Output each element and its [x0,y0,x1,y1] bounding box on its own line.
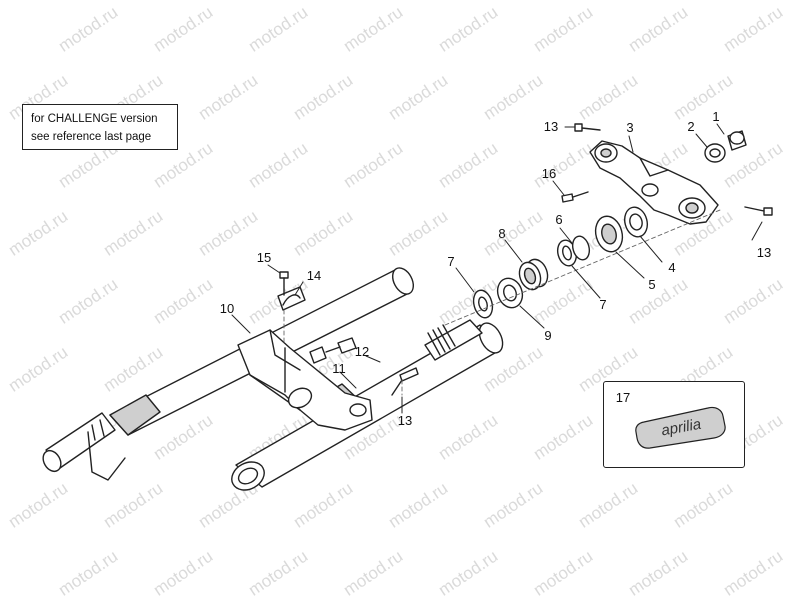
callout-17: 17 [615,390,631,405]
lower-triple-clamp [237,329,373,431]
bolt-16 [561,191,589,203]
callout-1: 1 [712,109,720,124]
seal-4 [623,206,649,238]
cable-clamp [277,286,306,311]
callout-7-right: 7 [599,297,607,312]
callout-13-top: 13 [543,119,559,134]
bolts-11-12 [309,337,357,364]
callout-9: 9 [544,328,552,343]
badge-box: aprilia [603,381,745,468]
callout-12: 12 [354,344,370,359]
aprilia-badge: aprilia [635,406,726,449]
ring-6 [571,235,591,261]
bolt-13-right [744,206,773,216]
callout-10: 10 [219,301,235,316]
upper-triple-clamp [589,140,719,225]
leader-lines [231,123,763,414]
nut-2 [704,143,726,163]
callout-2: 2 [687,119,695,134]
note-line-2: see reference last page [31,131,152,143]
callout-16: 16 [541,166,557,181]
bolt-15 [279,271,289,296]
stem-nut [518,258,549,291]
bolt-13-lower [391,367,419,396]
callout-7-left: 7 [447,254,455,269]
callout-15: 15 [256,250,272,265]
bearing-5 [594,215,624,253]
callout-13-lower: 13 [397,413,413,428]
callout-4: 4 [668,260,676,275]
cap-1 [727,130,747,151]
callout-3: 3 [626,120,634,135]
challenge-version-note: for CHALLENGE version see reference last… [22,104,178,150]
callout-14: 14 [306,268,322,283]
badge-text: aprilia [660,416,702,440]
callout-13-right: 13 [756,245,772,260]
assembly-axis [283,209,721,396]
callout-5: 5 [648,277,656,292]
bolt-13-top [574,123,601,132]
callout-11: 11 [332,361,346,376]
callout-8: 8 [498,226,506,241]
washer-7-left [472,289,494,319]
left-fork-leg [42,267,415,481]
callout-6: 6 [555,212,563,227]
note-line-1: for CHALLENGE version [31,113,158,125]
